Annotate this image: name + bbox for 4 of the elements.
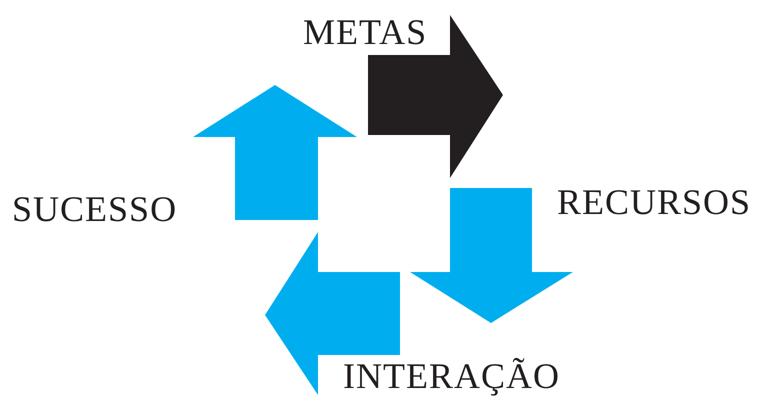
arrow-label: SUCESSO	[12, 191, 178, 227]
arrow-label: INTERAÇÃO	[343, 358, 560, 394]
arrow-label: METAS	[303, 14, 428, 50]
arrow-label: RECURSOS	[557, 184, 752, 220]
